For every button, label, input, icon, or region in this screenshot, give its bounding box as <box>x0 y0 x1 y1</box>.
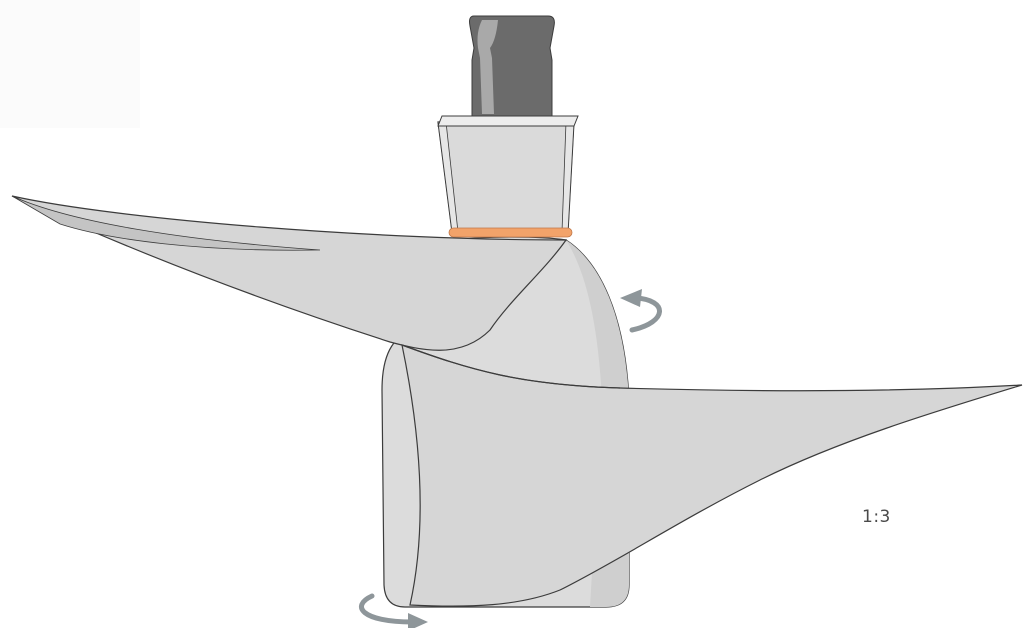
collar <box>438 122 574 232</box>
right-blade <box>402 345 1022 606</box>
orange-ring <box>449 228 572 237</box>
rotate-arrow-icon <box>620 289 660 330</box>
scale-label: 1:3 <box>862 507 891 527</box>
collar-top-edge <box>438 116 578 126</box>
corner-patch <box>0 0 140 128</box>
